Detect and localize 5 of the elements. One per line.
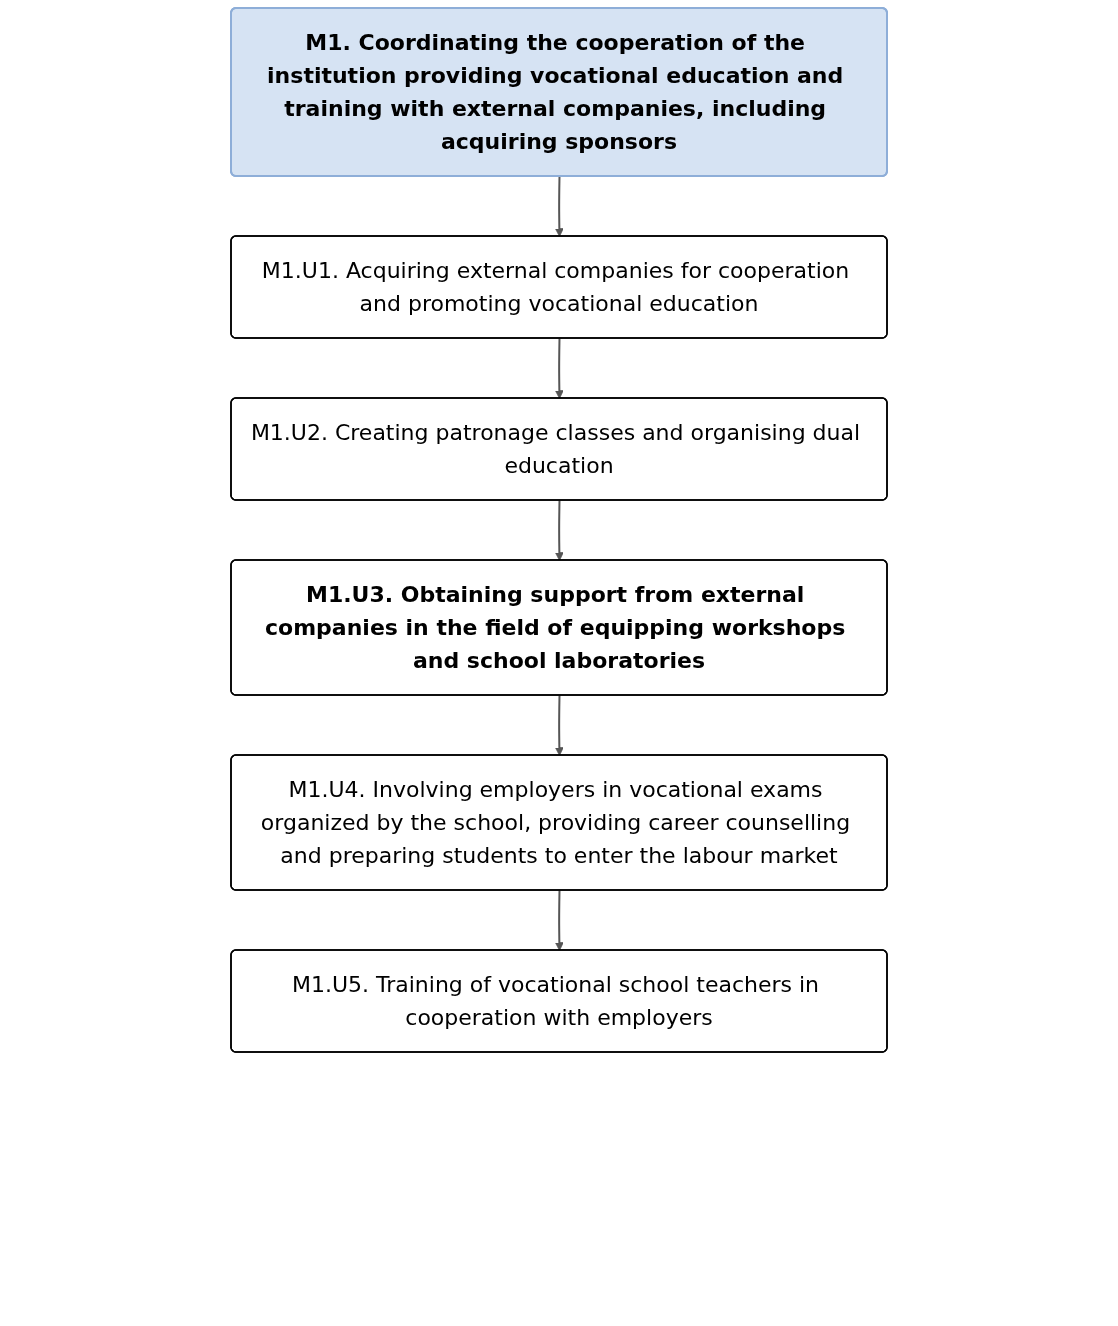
arrow [554, 175, 564, 237]
arrow [554, 889, 564, 951]
arrow [554, 499, 564, 561]
arrow [554, 337, 564, 399]
arrow [554, 694, 564, 756]
